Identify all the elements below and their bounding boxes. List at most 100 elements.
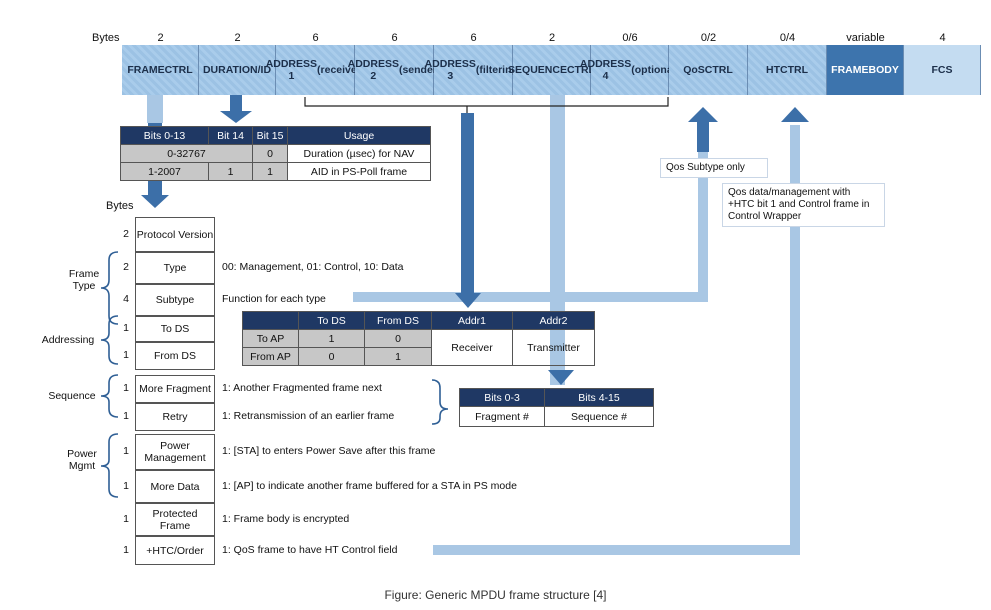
cell-range: 1-2007 <box>120 162 209 181</box>
field-description: 1: Another Fragmented frame next <box>222 382 382 394</box>
field-line1: QoS <box>683 64 705 76</box>
field-bits: 4 <box>123 293 129 305</box>
cell-fragment: Fragment # <box>459 406 545 427</box>
cell-sequence: Sequence # <box>544 406 654 427</box>
field-description: 1: [AP] to indicate another frame buffer… <box>222 479 517 492</box>
field-bits: 1 <box>123 322 129 334</box>
th-from-ds: From DS <box>364 311 432 330</box>
header-field: ADDRESS 1(receiver) <box>266 45 364 95</box>
th-bits-0-3: Bits 0-3 <box>459 388 545 407</box>
address-arrow-shaft <box>461 113 474 295</box>
field-description: 00: Management, 01: Control, 10: Data <box>222 261 404 273</box>
field-bits: 1 <box>123 543 129 556</box>
th-bit-14: Bit 14 <box>208 126 253 145</box>
cell-bit15: 0 <box>252 144 288 163</box>
qos-arrow-head <box>688 107 718 122</box>
field-line1: DURATION/ <box>202 64 261 76</box>
field-bytes: 2 <box>234 32 241 44</box>
field-line1: ADDRESS 3 <box>424 58 476 82</box>
field-description: 1: [STA] to enters Power Save after this… <box>222 445 436 457</box>
ht-arrow-head <box>781 107 809 122</box>
field-bytes: 6 <box>391 32 398 44</box>
duration-arrow-shaft <box>230 95 242 111</box>
ds-addressing-table: To DS From DS Addr1 Addr2 To AP 1 0 Rece… <box>242 311 595 366</box>
cell-usage: Duration (µsec) for NAV <box>287 144 431 163</box>
field-bytes: 6 <box>312 32 319 44</box>
th-addr2: Addr2 <box>512 311 595 330</box>
qos-arrow-shaft <box>697 120 709 152</box>
th-usage: Usage <box>287 126 431 145</box>
th-addr1: Addr1 <box>431 311 513 330</box>
frame-ctrl-field: To DS <box>135 316 215 342</box>
cell-transmitter: Transmitter <box>512 329 595 366</box>
header-field: ADDRESS 2(sender) <box>348 45 440 95</box>
field-description: 1: Retransmission of an earlier frame <box>222 410 395 422</box>
field-description: Function for each type <box>222 293 326 305</box>
frame-ctrl-field: Subtype <box>135 284 215 316</box>
field-line1: FCS <box>931 64 953 76</box>
frame-ctrl-field: Type <box>135 252 215 284</box>
frame-ctrl-arrow-head <box>141 195 169 208</box>
qos-connector <box>698 150 708 302</box>
th-to-ds: To DS <box>298 311 365 330</box>
field-line2: ID <box>260 64 272 76</box>
field-bytes: 0/2 <box>700 32 717 44</box>
qos-note: Qos Subtype only <box>660 158 768 178</box>
address-arrow-head <box>455 293 481 308</box>
group-brackets <box>100 251 449 498</box>
cell-usage: AID in PS-Poll frame <box>287 162 431 181</box>
field-bits: 2 <box>123 261 129 273</box>
field-line1: FRAME <box>127 64 165 76</box>
th-bits-4-15: Bits 4-15 <box>544 388 654 407</box>
cell-value: 0 <box>364 329 432 348</box>
address-bracket <box>304 97 669 107</box>
frame-ctrl-field: From DS <box>135 342 215 370</box>
cell-bit15: 1 <box>252 162 288 181</box>
field-line1: ADDRESS 4 <box>579 58 632 82</box>
bytes-label: Bytes <box>92 32 120 44</box>
frame-ctrl-bytes-label: Bytes <box>106 200 134 212</box>
field-line1: FRAME <box>831 64 869 76</box>
th-bit-15: Bit 15 <box>252 126 288 145</box>
field-line2: CTRL <box>566 64 595 76</box>
field-bits: 1 <box>123 349 129 361</box>
cell-receiver: Receiver <box>431 329 513 366</box>
field-bits: 1 <box>123 512 129 525</box>
frame-ctrl-field: Power Management <box>135 434 215 470</box>
field-bytes: 2 <box>157 32 164 44</box>
th-bits-0-13: Bits 0-13 <box>120 126 209 145</box>
frame-ctrl-field: +HTC/Order <box>135 536 215 565</box>
subtype-connector <box>353 292 708 302</box>
cell-value: 0 <box>298 347 365 366</box>
cell-bit14: 1 <box>208 162 253 181</box>
field-line1: SEQUENCE <box>508 64 567 76</box>
group-frame-type: Frame Type <box>68 268 100 292</box>
field-bytes: 2 <box>548 32 556 44</box>
header-field: FCS <box>904 45 981 95</box>
field-line2: CTRL <box>704 64 733 76</box>
header-field: ADDRESS 4(optional) <box>580 45 679 95</box>
htc-connector <box>433 545 800 555</box>
field-line2: BODY <box>868 64 899 76</box>
cell-value: 1 <box>298 329 365 348</box>
field-bytes: 0/6 <box>622 32 638 44</box>
frame-ctrl-field: Protocol Version <box>135 217 215 252</box>
field-bytes: 4 <box>939 32 946 44</box>
field-line2: (sender) <box>398 64 441 76</box>
group-addressing: Addressing <box>41 334 95 346</box>
cell-from-ap: From AP <box>242 347 299 366</box>
field-line1: HT <box>766 64 780 76</box>
field-line2: CTRL <box>164 64 193 76</box>
ht-connector <box>790 125 800 555</box>
group-power-mgmt: Power Mgmt <box>67 448 97 472</box>
frame-ctrl-field: Retry <box>135 403 215 431</box>
cell-range: 0-32767 <box>120 144 253 163</box>
ht-note: Qos data/management with +HTC bit 1 and … <box>722 183 885 227</box>
field-bits: 1 <box>123 445 129 457</box>
figure-caption: Figure: Generic MPDU frame structure [4] <box>384 588 607 602</box>
cell-to-ap: To AP <box>242 329 299 348</box>
field-bits: 1 <box>123 479 129 492</box>
